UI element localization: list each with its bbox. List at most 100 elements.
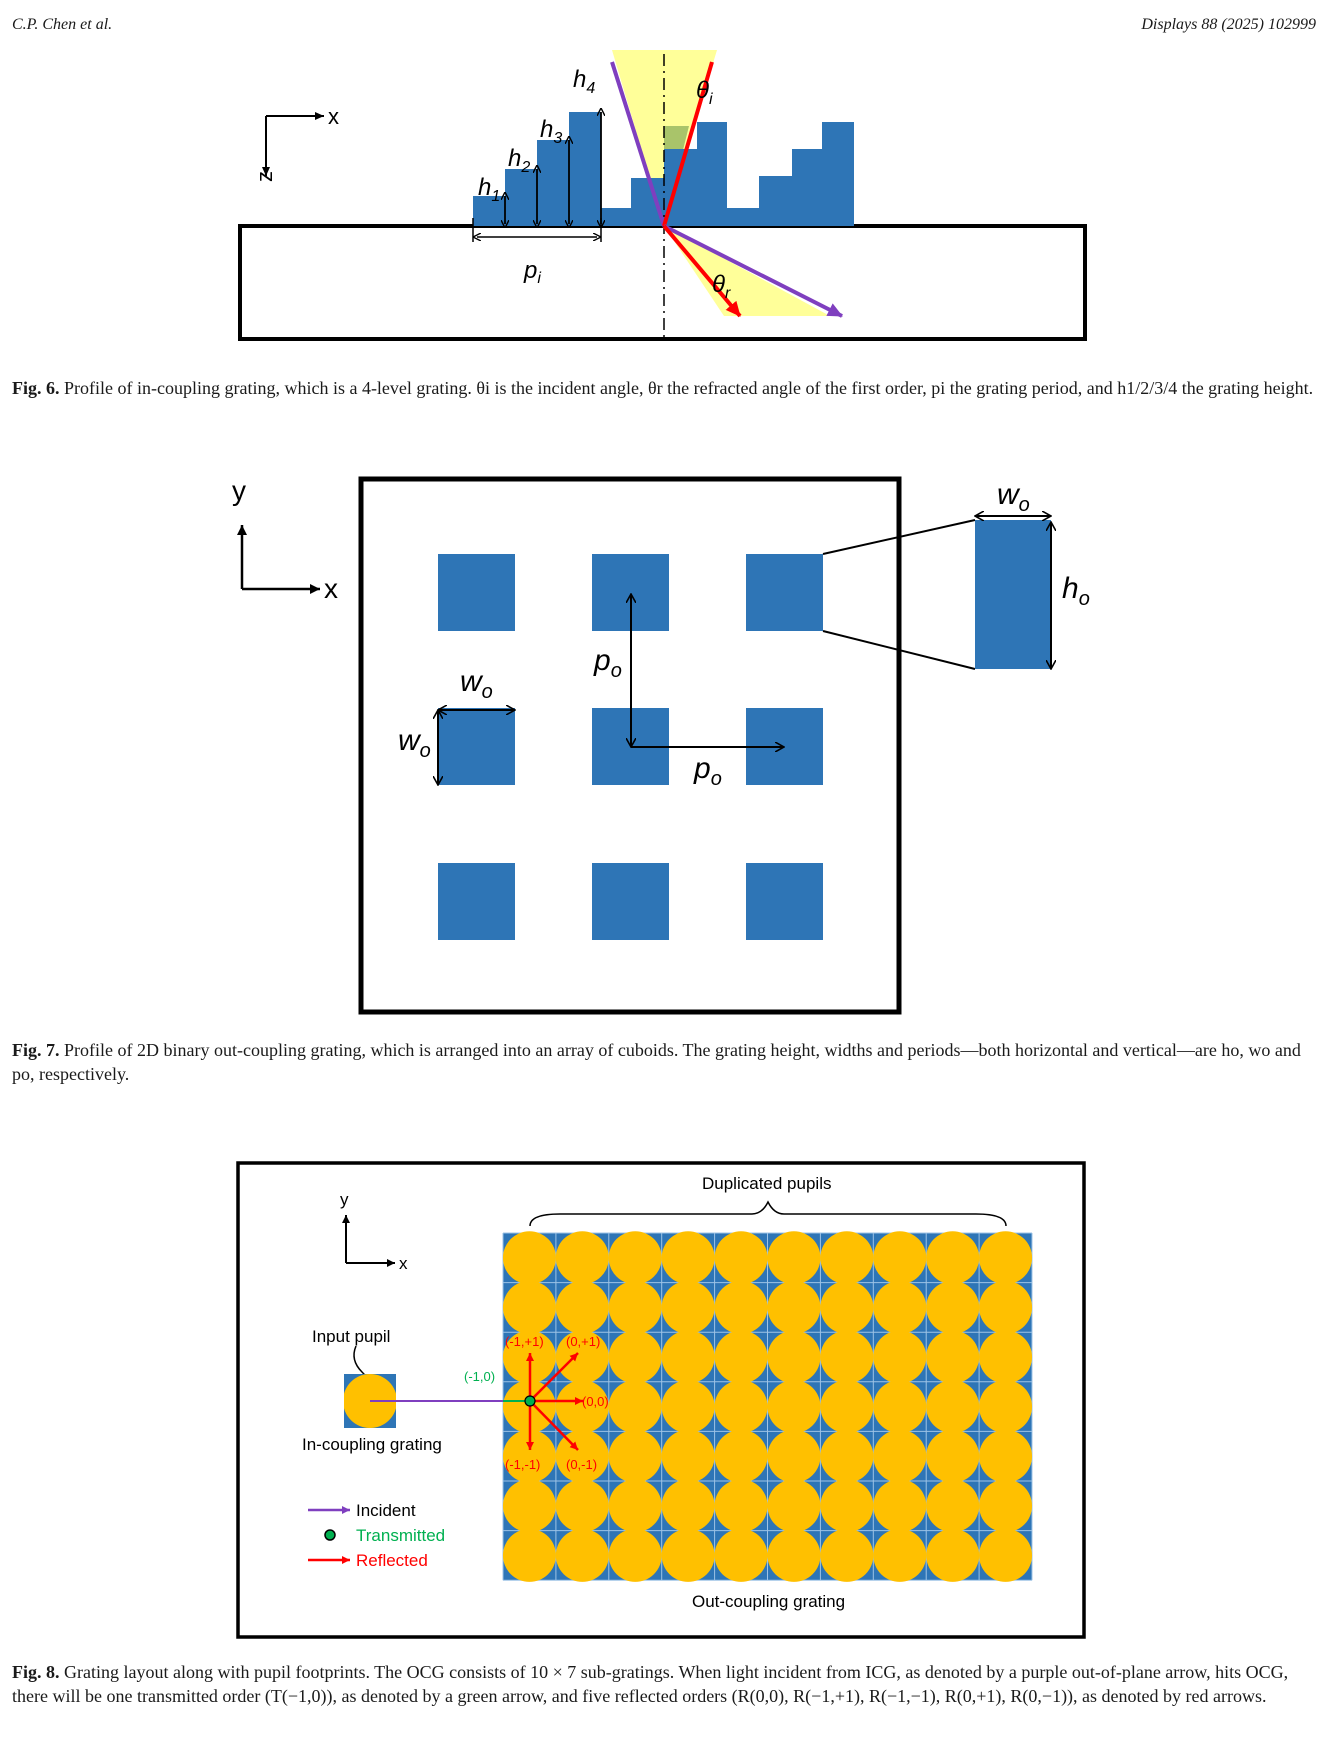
duplicated-pupil <box>820 1231 874 1285</box>
axis-x-label: x <box>399 1254 408 1273</box>
duplicated-pupil <box>661 1280 715 1334</box>
duplicated-pupil <box>661 1479 715 1533</box>
duplicated-pupil <box>873 1429 927 1483</box>
duplicated-pupil <box>820 1280 874 1334</box>
axis-x-label: x <box>324 573 338 604</box>
cuboid <box>438 863 515 940</box>
duplicated-pupil <box>661 1528 715 1582</box>
duplicated-pupil <box>714 1380 768 1434</box>
grating-steps-period-2 <box>727 122 854 226</box>
duplicated-pupil <box>767 1330 821 1384</box>
duplicated-pupil <box>555 1231 609 1285</box>
hit-point <box>524 1395 536 1407</box>
duplicated-pupil <box>926 1429 980 1483</box>
refracted-ray-purple <box>663 224 843 318</box>
grating-frame <box>358 476 902 1015</box>
duplicated-pupil <box>873 1380 927 1434</box>
duplicated-pupil <box>608 1380 662 1434</box>
height-arrows <box>505 112 601 224</box>
legend-transmitted-label: Transmitted <box>356 1526 445 1545</box>
duplicated-pupil <box>873 1479 927 1533</box>
running-header-authors: C.P. Chen et al. <box>12 16 113 33</box>
duplicated-pupil <box>873 1231 927 1285</box>
duplicated-pupil <box>555 1380 609 1434</box>
duplicated-pupil <box>608 1528 662 1582</box>
period-arrow <box>472 218 602 242</box>
duplicated-pupil <box>608 1330 662 1384</box>
legend: Incident Transmitted Reflected <box>308 1501 445 1570</box>
duplicated-pupil <box>926 1280 980 1334</box>
running-header-journal: Displays 88 (2025) 102999 <box>1141 16 1316 33</box>
caption-label: Fig. 7. <box>12 1040 60 1060</box>
figure-6-incoupling-profile: x z h1 <box>238 50 1087 341</box>
duplicated-pupil <box>555 1528 609 1582</box>
duplicated-pupil <box>926 1479 980 1533</box>
figure-7-outcoupling-profile: x y wo ho wo wo po po <box>232 475 1090 1015</box>
duplicated-pupil <box>979 1330 1033 1384</box>
figure-8-grating-layout: x y Input pupil In-coupling grating Dupl… <box>236 1161 1086 1639</box>
duplicated-pupil <box>502 1479 556 1533</box>
legend-transmitted-marker <box>324 1529 336 1541</box>
axis-y-label: y <box>232 475 246 506</box>
cuboid <box>746 554 823 631</box>
duplicated-pupil <box>926 1330 980 1384</box>
duplicated-pupil <box>608 1280 662 1334</box>
label-w-vertical: wo <box>398 724 431 762</box>
duplicated-pupil <box>661 1429 715 1483</box>
zoom-line-bottom <box>822 630 976 670</box>
figure-8-caption: Fig. 8. Grating layout along with pupil … <box>12 1660 1316 1708</box>
duplicated-pupil <box>926 1380 980 1434</box>
zoom-line-top <box>822 519 976 555</box>
duplicated-pupil <box>873 1280 927 1334</box>
duplicated-pupil <box>608 1479 662 1533</box>
figure-6-caption: Fig. 6. Profile of in-coupling grating, … <box>12 376 1316 400</box>
caption-text: Profile of in-coupling grating, which is… <box>64 378 1314 398</box>
coordinate-axes-xy: x y <box>340 1190 408 1273</box>
duplicated-pupil <box>979 1479 1033 1533</box>
zoomed-cuboid <box>975 520 1051 669</box>
duplicated-pupil <box>873 1528 927 1582</box>
label-p-horizontal: po <box>693 752 722 790</box>
order-label-m1m1: (-1,-1) <box>505 1457 540 1472</box>
order-label-00: (0,0) <box>582 1394 609 1409</box>
duplicated-pupil <box>820 1479 874 1533</box>
duplicated-pupil <box>502 1280 556 1334</box>
label-w-horizontal: wo <box>460 665 493 703</box>
duplicated-pupil <box>767 1231 821 1285</box>
duplicated-pupil <box>608 1429 662 1483</box>
label-p-vertical: po <box>593 644 622 682</box>
label-h4: h4 <box>573 66 595 97</box>
label-h1: h1 <box>478 174 500 205</box>
duplicated-pupil <box>873 1330 927 1384</box>
duplicated-pupil <box>767 1528 821 1582</box>
label-theta-r: θr <box>712 271 731 302</box>
duplicated-pupil <box>661 1231 715 1285</box>
duplicated-pupil <box>979 1231 1033 1285</box>
incident-ray-red <box>662 61 714 227</box>
duplicated-pupil <box>502 1528 556 1582</box>
label-h3: h3 <box>540 116 562 147</box>
label-theta-i: θi <box>696 77 713 108</box>
incoupling-grating-label: In-coupling grating <box>302 1435 442 1454</box>
label-h-zoom: ho <box>1062 572 1090 610</box>
label-h2: h2 <box>508 145 530 176</box>
incident-ray-purple <box>610 61 666 227</box>
duplicated-pupil <box>820 1528 874 1582</box>
label-w-zoom: wo <box>997 478 1030 516</box>
figure-7-caption: Fig. 7. Profile of 2D binary out-couplin… <box>12 1038 1316 1086</box>
duplicated-pupil <box>926 1231 980 1285</box>
caption-text: Profile of 2D binary out-coupling gratin… <box>12 1040 1301 1084</box>
order-label-0p1: (0,+1) <box>566 1334 600 1349</box>
duplicated-pupil <box>926 1528 980 1582</box>
order-label-transmitted: (-1,0) <box>464 1369 495 1384</box>
caption-label: Fig. 8. <box>12 1662 60 1682</box>
duplicated-pupil <box>555 1429 609 1483</box>
duplicated-pupil <box>502 1231 556 1285</box>
duplicated-pupils-label: Duplicated pupils <box>702 1174 831 1193</box>
duplicated-pupil <box>820 1429 874 1483</box>
outcoupling-grating-label: Out-coupling grating <box>692 1592 845 1611</box>
cuboid <box>438 554 515 631</box>
duplicated-pupil <box>555 1280 609 1334</box>
duplicated-pupil <box>714 1528 768 1582</box>
coordinate-axes-xy: x y <box>232 475 338 604</box>
